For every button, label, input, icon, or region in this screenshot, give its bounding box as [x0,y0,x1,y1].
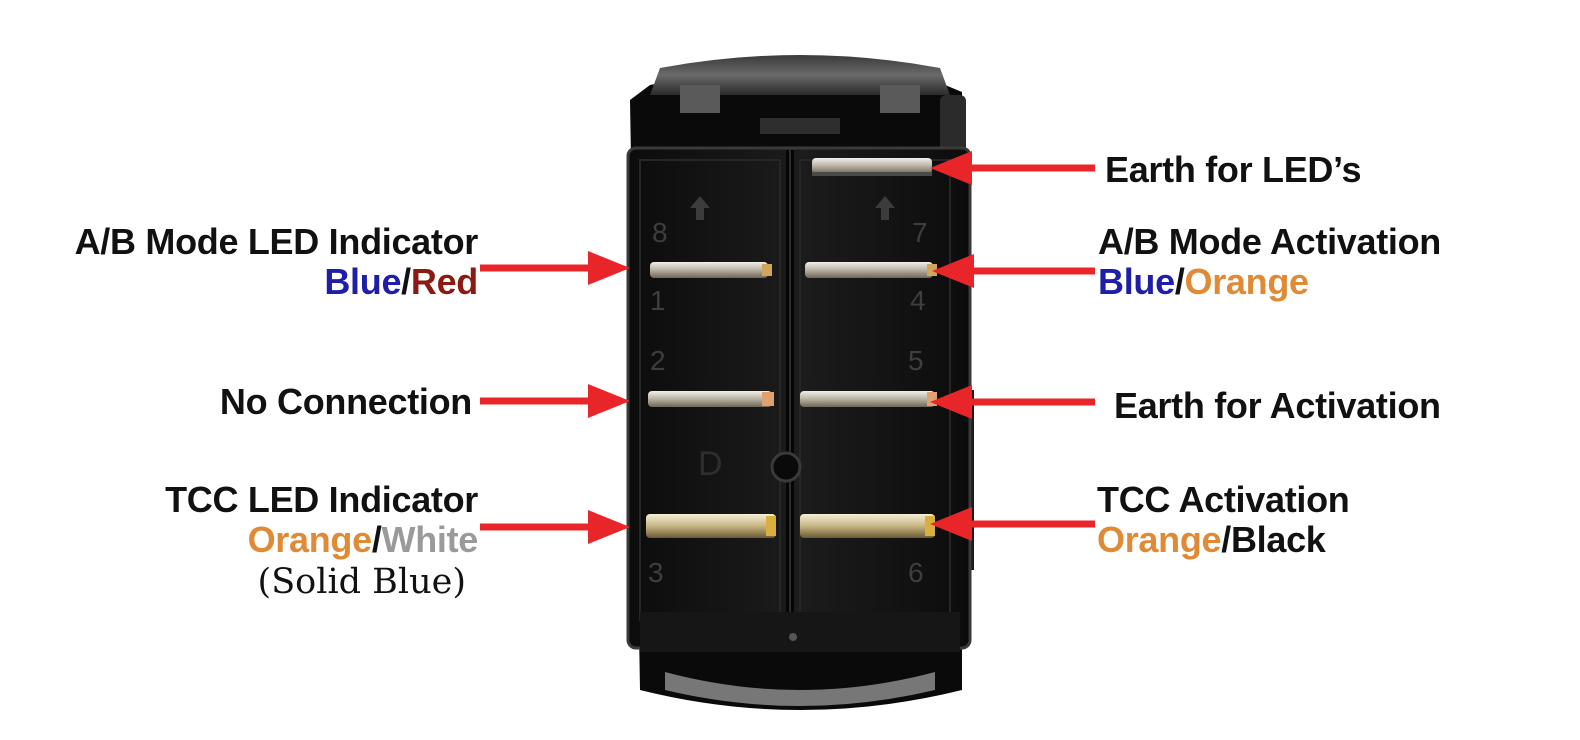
pin-number-2: 2 [650,345,666,376]
arrow-earth-for-leds [930,151,1095,185]
label-ab-mode-led-indicator: A/B Mode LED Indicator Blue/Red [74,221,479,302]
label-title: A/B Mode Activation [1098,221,1441,262]
wire-color-red: Red [410,261,478,302]
label-title: TCC LED Indicator [165,479,478,520]
arrow-tcc-led-indicator [480,510,630,544]
label-earth-for-leds: Earth for LED’s [1105,149,1362,190]
terminal-pin-7 [812,158,932,176]
arrow-ab-mode-activation [932,254,1095,288]
arrow-ab-mode-led-indicator [480,251,630,285]
pin-1-arrow-marks [690,196,895,220]
label-ab-mode-activation: A/B Mode Activation Blue/Orange [1098,222,1441,302]
label-wire-colors: Orange/White [165,519,479,560]
label-tcc-activation: TCC Activation Orange/Black [1097,479,1350,560]
arrow-tcc-activation [930,507,1095,541]
label-wire-colors: Blue/Red [75,262,478,302]
pin-number-4: 4 [910,285,926,316]
wire-color-separator: / [1221,519,1231,560]
wire-color-black: Black [1230,519,1326,560]
label-wire-colors: Blue/Orange [1098,262,1441,302]
wire-color-separator: / [371,519,382,560]
label-note: (Solid Blue) [257,562,466,602]
wire-color-white: White [381,519,479,560]
wire-color-orange: Orange [1097,519,1222,560]
wire-color-blue: Blue [1098,261,1175,302]
arrow-earth-for-activation [930,385,1095,419]
label-no-connection: No Connection [220,382,472,422]
terminal-pin-3 [646,514,776,538]
pin-marker-d: D [698,445,723,483]
label-earth-for-activation: Earth for Activation [1114,386,1441,426]
terminal-pin-6 [800,514,935,538]
wire-color-blue: Blue [324,261,402,302]
arrow-no-connection [480,384,630,418]
pin-number-5: 5 [908,345,924,376]
wire-color-orange: Orange [247,519,373,560]
wire-color-separator: / [401,261,411,302]
pin-number-1: 1 [650,285,666,316]
terminal-pin-5 [800,391,937,407]
pin-number-6: 6 [908,557,924,588]
label-title: No Connection [219,381,472,422]
label-title: Earth for LED’s [1105,149,1362,190]
callout-arrows [480,151,1095,544]
label-tcc-led-indicator: TCC LED Indicator Orange/White (Solid Bl… [165,479,479,603]
pin-number-7: 7 [912,217,928,248]
label-wire-colors: Orange/Black [1097,520,1349,560]
label-title: Earth for Activation [1114,385,1441,426]
terminal-pin-1 [650,262,772,278]
label-title: A/B Mode LED Indicator [74,221,479,262]
wire-color-separator: / [1174,261,1185,302]
wire-color-orange: Orange [1184,261,1310,302]
pin-number-3: 3 [648,557,664,588]
terminal-pin-4 [805,262,937,278]
pin-number-8: 8 [652,217,668,248]
label-title: TCC Activation [1097,479,1350,520]
terminal-pin-2 [648,391,774,407]
